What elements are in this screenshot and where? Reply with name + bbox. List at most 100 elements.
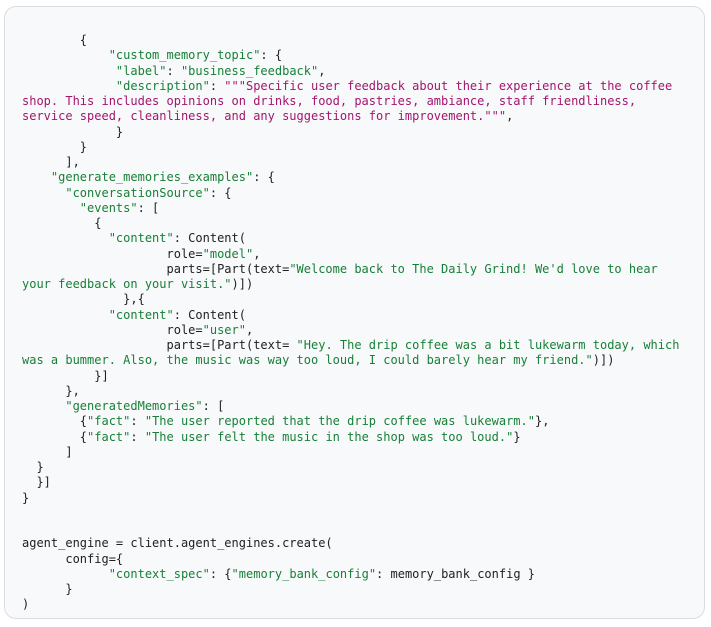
code-token-text	[22, 170, 51, 184]
code-token-text: : Content(	[173, 231, 246, 246]
code-line: config={	[22, 552, 679, 567]
code-token-text: : {	[209, 185, 232, 200]
code-token-docstring: service speed, cleanliness, and any sugg…	[22, 109, 507, 124]
code-token-text	[22, 231, 109, 245]
code-token-text: : [	[202, 399, 225, 413]
code-token-key: "label"	[115, 63, 167, 78]
code-token-text: )	[22, 597, 30, 612]
code-token-text: ,	[318, 63, 326, 78]
code-token-text: }	[22, 124, 124, 139]
code-block[interactable]: { "custom_memory_topic": { "label": "bus…	[22, 33, 679, 613]
code-token-key: "context_spec"	[108, 566, 210, 581]
code-token-text: }]	[22, 368, 109, 383]
code-line: "events": [	[22, 201, 679, 216]
code-line: )	[22, 597, 679, 612]
code-token-text: :	[166, 63, 181, 78]
code-token-string: "model"	[202, 246, 254, 261]
code-token-string: was a bummer. Also, the music was way to…	[22, 353, 593, 368]
code-token-key: "memory_bank_config"	[231, 566, 377, 581]
code-token-text: role=	[22, 322, 203, 337]
code-token-key: "fact"	[87, 429, 131, 444]
code-token-docstring: """Specific user feedback about their ex…	[224, 78, 673, 93]
code-token-key: "content"	[108, 231, 174, 246]
code-token-string: "The user felt the music in the shop was…	[144, 429, 514, 444]
code-token-text: : {	[209, 566, 232, 581]
code-token-text: },	[534, 414, 550, 429]
code-line: was a bummer. Also, the music was way to…	[22, 353, 679, 368]
code-token-key: "content"	[108, 307, 174, 322]
code-line: "generate_memories_examples": {	[22, 170, 679, 185]
code-token-text: :	[130, 414, 145, 429]
code-token-text: : memory_bank_config }	[376, 566, 535, 581]
code-token-text: role=	[22, 246, 203, 261]
code-token-text: : [	[137, 200, 160, 215]
code-line: agent_engine = client.agent_engines.crea…	[22, 536, 679, 551]
code-token-string: "The user reported that the drip coffee …	[144, 414, 535, 429]
code-token-text: : Content(	[173, 307, 246, 322]
code-line: {"fact": "The user felt the music in the…	[22, 430, 679, 445]
code-token-key: "description"	[115, 78, 210, 93]
code-token-text: {	[22, 414, 88, 429]
code-line: }	[22, 460, 679, 475]
code-line: },{	[22, 292, 679, 307]
code-snippet-panel: { "custom_memory_topic": { "label": "bus…	[4, 6, 705, 619]
code-token-string: "Welcome back to The Daily Grind! We'd l…	[289, 261, 658, 276]
code-token-string: "Hey. The drip coffee was a bit lukewarm…	[296, 338, 680, 352]
code-line	[22, 521, 679, 536]
code-token-text: {	[22, 429, 88, 444]
code-line: "conversationSource": {	[22, 186, 679, 201]
code-token-text	[22, 308, 109, 322]
code-token-text: }	[22, 582, 73, 596]
code-token-text: ],	[22, 155, 80, 169]
code-line: shop. This includes opinions on drinks, …	[22, 94, 679, 109]
code-line: }]	[22, 475, 679, 490]
code-line: role="user",	[22, 323, 679, 338]
code-token-text: :	[130, 429, 145, 444]
code-line: "content": Content(	[22, 308, 679, 323]
code-token-text: : {	[260, 48, 283, 63]
code-line: {	[22, 216, 679, 231]
code-line: {	[22, 33, 679, 48]
code-token-key: "events"	[79, 200, 138, 215]
code-token-text: agent_engine = client.agent_engines.crea…	[22, 536, 333, 551]
code-line: }	[22, 491, 679, 506]
code-token-text	[22, 186, 65, 200]
code-token-text: },{	[22, 292, 145, 307]
code-token-text	[22, 567, 109, 581]
code-token-text: {	[22, 216, 102, 230]
code-token-text: }]	[22, 475, 51, 490]
code-line: "generatedMemories": [	[22, 399, 679, 414]
code-token-text: parts=[Part(text=	[22, 261, 290, 276]
code-line: },	[22, 384, 679, 399]
code-line: {"fact": "The user reported that the dri…	[22, 414, 679, 429]
code-token-string: "business_feedback"	[180, 63, 319, 78]
code-line: "custom_memory_topic": {	[22, 48, 679, 63]
code-token-text: : {	[253, 170, 275, 185]
code-line: "description": """Specific user feedback…	[22, 79, 679, 94]
code-token-string: your feedback on your visit."	[22, 277, 232, 291]
code-token-text: }	[513, 429, 521, 444]
code-line: service speed, cleanliness, and any sugg…	[22, 109, 679, 124]
code-line: parts=[Part(text= "Hey. The drip coffee …	[22, 338, 679, 353]
code-line: ]	[22, 445, 679, 460]
code-token-key: "generatedMemories"	[65, 399, 203, 413]
code-token-text: ,	[245, 322, 254, 337]
code-token-key: "conversationSource"	[65, 185, 210, 200]
code-line: "context_spec": {"memory_bank_config": m…	[22, 567, 679, 582]
code-token-text: },	[22, 383, 80, 398]
code-line: parts=[Part(text="Welcome back to The Da…	[22, 262, 679, 277]
code-token-text: ]	[22, 444, 73, 459]
code-token-text: parts=[Part(text=	[22, 338, 297, 352]
code-token-text	[22, 48, 109, 62]
code-token-text	[22, 64, 116, 78]
code-token-text	[22, 399, 65, 413]
code-token-text: }	[22, 460, 44, 474]
code-token-key: "fact"	[87, 414, 131, 429]
code-token-text: )])	[592, 353, 615, 368]
code-line: }	[22, 582, 679, 597]
code-line	[22, 506, 679, 521]
code-line: your feedback on your visit.")])	[22, 277, 679, 292]
code-line: }	[22, 140, 679, 155]
code-token-key: "generate_memories_examples"	[50, 170, 254, 185]
code-line: ],	[22, 155, 679, 170]
